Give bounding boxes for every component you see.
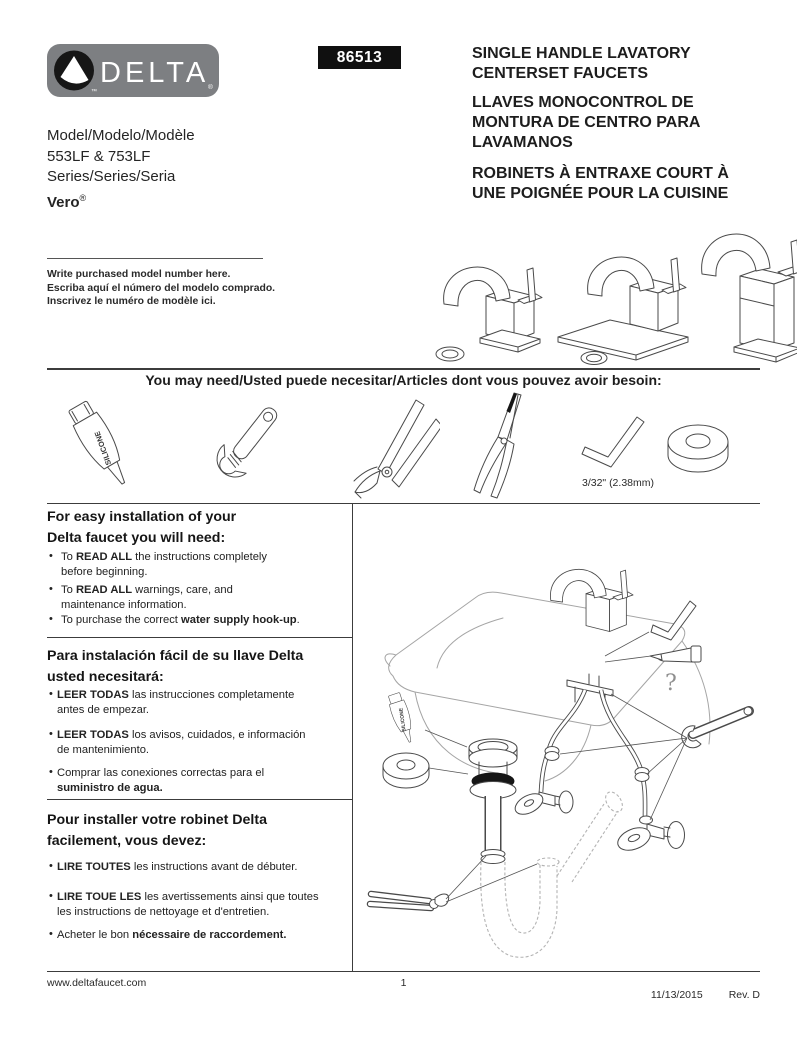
delta-triangle-icon xyxy=(60,56,89,84)
model-label: Model/Modelo/Modèle xyxy=(47,127,195,144)
needle-nose-pliers-icon xyxy=(473,392,522,499)
bullet-icon: • xyxy=(49,550,53,562)
bullet-icon: • xyxy=(49,860,53,872)
bullet-en-3: • To purchase the correct water supply h… xyxy=(49,613,300,626)
bullet-es-3: • Comprar las conexiones correctas para … xyxy=(49,766,265,794)
faucet-vessel xyxy=(701,233,797,363)
bullet-fr-3: • Acheter le bon nécessaire de raccordem… xyxy=(49,928,287,941)
hex-key-icon xyxy=(581,416,645,468)
part-number-badge: 86513 xyxy=(318,46,401,69)
silicone-label: SILICONE xyxy=(398,707,407,732)
divider xyxy=(47,971,760,972)
bullet-icon: • xyxy=(49,728,53,740)
plumbers-putty-icon xyxy=(667,424,729,473)
model-write-line[interactable] xyxy=(47,258,263,259)
shutoff-valve-right xyxy=(617,815,685,851)
faucet-single-hole xyxy=(443,266,543,353)
shutoff-valve-left xyxy=(514,790,574,815)
registered-symbol: ® xyxy=(79,192,87,203)
installation-diagram: SILICONE ? xyxy=(366,569,754,958)
series-label: Series/Series/Seria xyxy=(47,168,176,185)
instructions-column: For easy installation of your Delta fauc… xyxy=(47,503,352,972)
bullet-en-2: • To READ ALL warnings, care, and mainte… xyxy=(49,583,233,611)
bullet-icon: • xyxy=(49,766,53,778)
bullet-icon: • xyxy=(49,928,53,940)
bullet-fr-1: • LIRE TOUTES les instructions avant de … xyxy=(49,860,298,873)
bullet-es-2: • LEER TODAS los avisos, cuidados, e inf… xyxy=(49,728,306,756)
footer-date: 11/13/2015 xyxy=(650,989,703,1001)
model-block: Model/Modelo/Modèle 553LF & 753LF Series… xyxy=(47,126,195,213)
p-trap xyxy=(480,791,623,958)
silicone-tube-left: SILICONE xyxy=(388,692,412,743)
title-spanish: LLAVES MONOCONTROL DE MONTURA DE CENTRO … xyxy=(472,94,701,151)
section-title-en: For easy installation of your Delta fauc… xyxy=(47,509,237,546)
model-numbers: 553LF & 753LF xyxy=(47,147,151,165)
section-title-fr: Pour installer votre robinet Delta facil… xyxy=(47,812,267,849)
footer: www.deltafaucet.com 1 11/13/2015 Rev. D xyxy=(47,977,760,1001)
title-english: SINGLE HANDLE LAVATORY CENTERSET FAUCETS xyxy=(472,45,691,82)
bullet-es-1: • LEER TODAS las instrucciones completam… xyxy=(49,688,295,716)
footer-website[interactable]: www.deltafaucet.com xyxy=(47,977,147,989)
footer-revision: Rev. D xyxy=(728,989,760,1001)
hex-key-size-label: 3/32" (2.38mm) xyxy=(581,477,654,489)
bullet-icon: • xyxy=(49,688,53,700)
bullet-en-1: • To READ ALL the instructions completel… xyxy=(49,550,268,578)
write-model-fr: Inscrivez le numéro de modèle ici. xyxy=(47,296,216,307)
write-model-block: Write purchased model number here. Escri… xyxy=(47,268,275,309)
wrench-small xyxy=(681,706,754,749)
write-model-es: Escriba aquí el número del modelo compra… xyxy=(47,282,276,294)
divider xyxy=(47,799,352,800)
slip-joint-pliers-icon xyxy=(353,399,440,499)
silicone-tube-right xyxy=(649,645,702,663)
divider xyxy=(47,637,352,638)
bullet-icon: • xyxy=(49,613,53,625)
registered-symbol: ® xyxy=(208,83,213,91)
sink-outline xyxy=(384,591,711,782)
section-title-es: Para instalación fácil de su llave Delta… xyxy=(47,648,304,685)
supply-tube-left xyxy=(538,689,588,793)
trademark-symbol: ™ xyxy=(91,88,97,95)
silicone-tube-icon: SILICONE xyxy=(68,400,126,485)
faucet-illustrations xyxy=(435,233,797,365)
drain-assembly xyxy=(468,738,518,864)
faucet-deck-plate xyxy=(557,256,689,361)
bullet-fr-2: • LIRE TOUE LES les avertissements ainsi… xyxy=(49,890,319,918)
pliers-small xyxy=(366,890,450,912)
page-number: 1 xyxy=(400,977,407,989)
delta-logo-art: ™ DELTA ® xyxy=(54,50,213,95)
divider xyxy=(47,503,760,504)
leader-lines xyxy=(424,631,688,903)
you-may-need-heading: You may need/Usted puede necesitar/Artic… xyxy=(145,372,662,388)
bullet-icon: • xyxy=(49,890,53,902)
divider xyxy=(47,368,760,370)
putty-ring xyxy=(382,752,430,789)
adjustable-wrench-icon xyxy=(216,407,278,478)
supply-tube-right xyxy=(598,689,650,819)
hex-key-small xyxy=(650,600,697,641)
delta-wordmark: DELTA xyxy=(100,57,209,89)
write-model-en: Write purchased model number here. xyxy=(47,269,231,280)
title-french: ROBINETS À ENTRAXE COURT À UNE POIGNÉE P… xyxy=(472,165,729,202)
question-mark: ? xyxy=(665,671,677,696)
bullet-icon: • xyxy=(49,583,53,595)
diagram-faucet xyxy=(550,569,634,632)
delta-logo: ™ DELTA ® xyxy=(47,44,219,97)
family-name: Vero® xyxy=(47,192,87,211)
column-divider xyxy=(352,503,353,972)
